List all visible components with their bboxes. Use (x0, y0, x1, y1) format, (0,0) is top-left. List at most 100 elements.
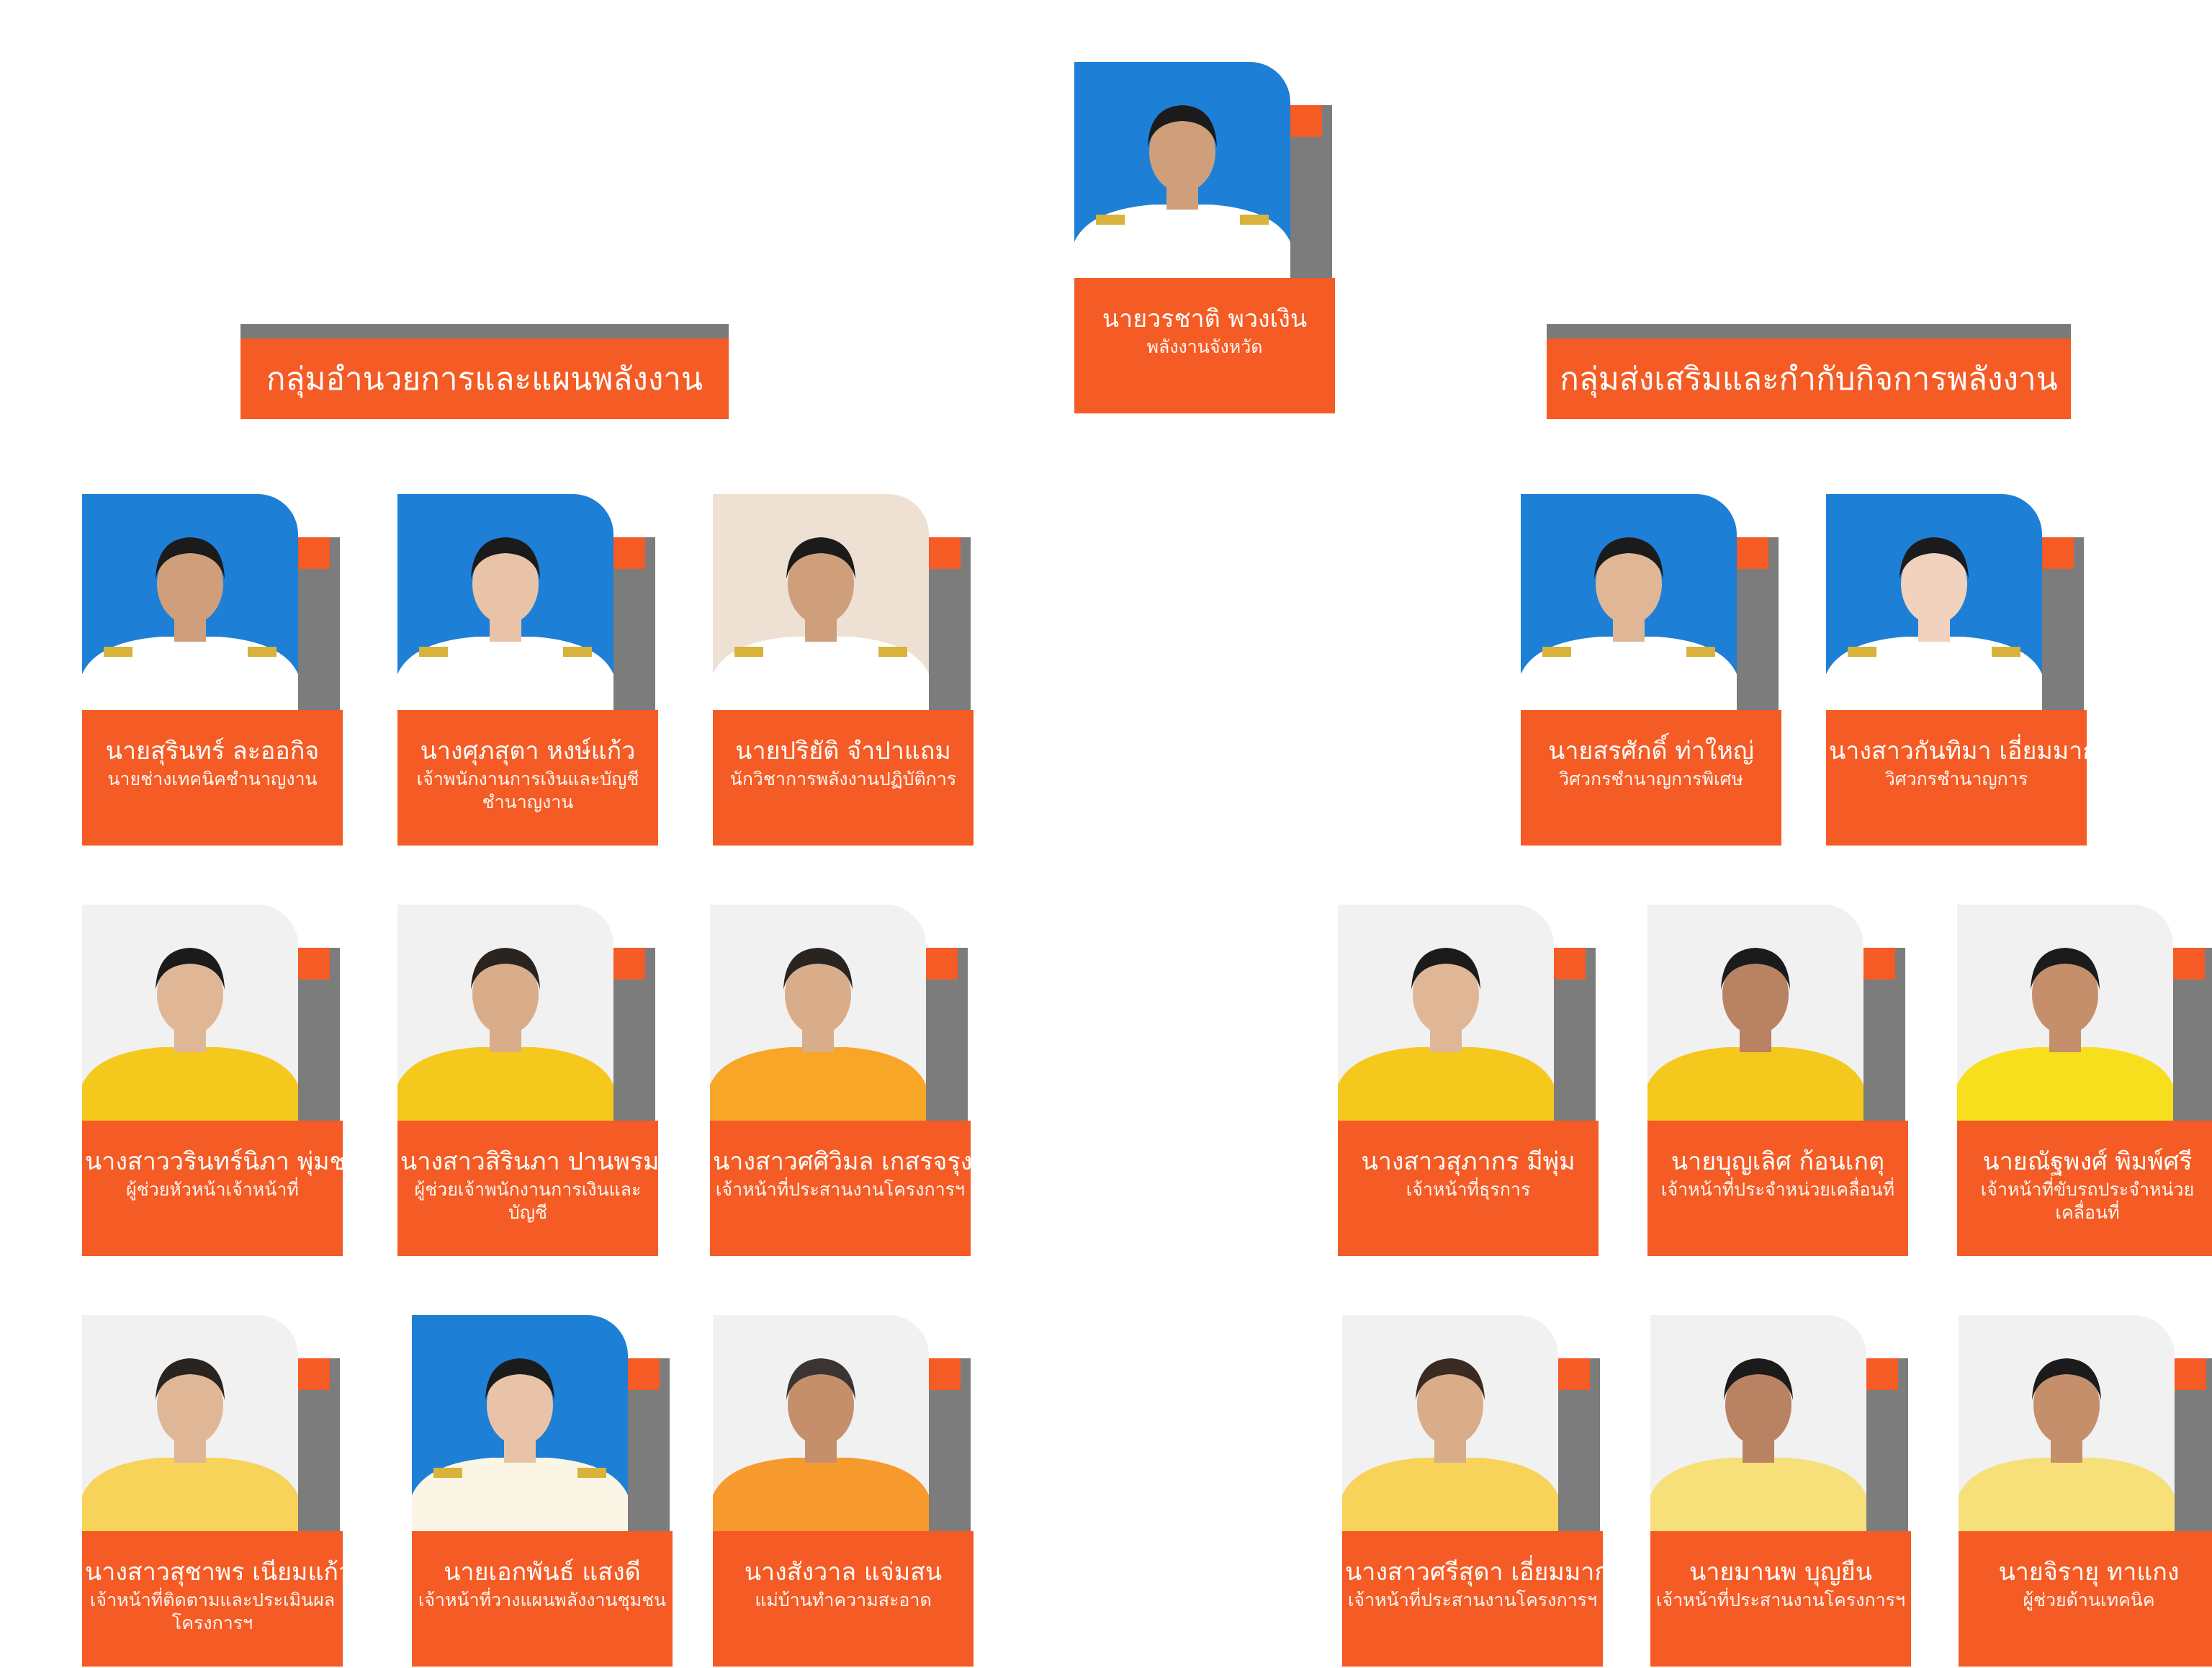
member-photo (1959, 1315, 2175, 1531)
member-role: เจ้าหน้าที่ประสานงานโครงการฯ (1655, 1589, 1906, 1610)
right-member-card: นางสาวศรีสุดา เอี่ยมมาก เจ้าหน้าที่ประสา… (1342, 1315, 1604, 1668)
member-role: เจ้าหน้าที่ติดตามและประเมินผลโครงการฯ (89, 1589, 336, 1633)
left-member-card: นางสาวสิรินภา ปานพรม ผู้ช่วยเจ้าพนักงานก… (397, 905, 660, 1257)
left-group-title: กลุ่มอำนวยการและแผนพลังงาน (240, 338, 729, 419)
member-role: ผู้ช่วยเจ้าพนักงานการเงินและบัญชี (414, 1179, 642, 1223)
member-photo (1647, 905, 1863, 1121)
member-photo (397, 494, 613, 710)
member-role: เจ้าหน้าที่ธุรการ (1406, 1179, 1531, 1200)
member-photo (1826, 494, 2042, 710)
member-name: นายบุญเลิศ ก้อนเกตุ (1671, 1147, 1885, 1176)
right-member-card: นายณัฐพงศ์ พิมพ์ศรี เจ้าหน้าที่ขับรถประจ… (1957, 905, 2212, 1257)
member-name: นายเอกพันธ์ แสงดี (444, 1558, 641, 1587)
member-name: นางสาวศรีสุดา เอี่ยมมาก (1345, 1558, 1603, 1587)
member-name: นายสุรินทร์ ละออกิจ (105, 737, 320, 766)
card-accent-square (613, 537, 645, 569)
member-info: นายสรศักดิ์ ท่าใหญ่ วิศวกรชำนาญการพิเศษ (1521, 710, 1781, 846)
member-info: นางสาววรินทร์นิภา พุ่มชะบา ผู้ช่วยหัวหน้… (82, 1121, 343, 1256)
member-role: แม่บ้านทำความสะอาด (755, 1589, 932, 1610)
member-name: นางสาวสุชาพร เนียมแก้ว (85, 1558, 343, 1587)
member-role: เจ้าพนักงานการเงินและบัญชีชำนาญงาน (416, 768, 639, 812)
director-info: นายวรชาติ พวงเงิน พลังงานจังหวัด (1074, 278, 1335, 413)
left-member-card: นางสาวสุชาพร เนียมแก้ว เจ้าหน้าที่ติดตาม… (82, 1315, 344, 1668)
card-accent-square (929, 537, 961, 569)
left-member-card: นายปริยัติ จำปาแถม นักวิชาการพลังงานปฏิบ… (713, 494, 975, 847)
left-member-card: นางสาวศศิวิมล เกสรจรุง เจ้าหน้าที่ประสาน… (710, 905, 972, 1257)
card-accent-square (628, 1358, 660, 1390)
right-member-card: นายมานพ บุญยืน เจ้าหน้าที่ประสานงานโครงก… (1650, 1315, 1912, 1668)
member-role: นายช่างเทคนิคชำนาญงาน (107, 768, 318, 789)
member-photo (397, 905, 613, 1121)
member-info: นายปริยัติ จำปาแถม นักวิชาการพลังงานปฏิบ… (713, 710, 974, 846)
member-role: เจ้าหน้าที่ประสานงานโครงการฯ (715, 1179, 966, 1200)
card-accent-square (1290, 105, 1322, 137)
card-accent-square (2175, 1358, 2206, 1390)
member-name: นางสังวาล แจ่มสน (744, 1558, 943, 1587)
card-accent-square (298, 1358, 330, 1390)
member-info: นายสุรินทร์ ละออกิจ นายช่างเทคนิคชำนาญงา… (82, 710, 343, 846)
director-card: นายวรชาติ พวงเงิน พลังงานจังหวัด (1074, 62, 1336, 415)
right-group-title: กลุ่มส่งเสริมและกำกับกิจการพลังงาน (1547, 338, 2071, 419)
member-info: นางสาวศศิวิมล เกสรจรุง เจ้าหน้าที่ประสาน… (710, 1121, 971, 1256)
member-role: นักวิชาการพลังงานปฏิบัติการ (729, 768, 957, 789)
member-info: นายเอกพันธ์ แสงดี เจ้าหน้าที่วางแผนพลังง… (412, 1531, 673, 1667)
member-photo (1957, 905, 2173, 1121)
member-name: นายจิรายุ ทาแกง (1998, 1558, 2180, 1587)
member-name: นางศุภสุตา หงษ์แก้ว (420, 737, 636, 766)
right-member-card: นางสาวกันทิมา เอี่ยมมาก วิศวกรชำนาญการ (1826, 494, 2088, 847)
member-info: นางศุภสุตา หงษ์แก้ว เจ้าพนักงานการเงินแล… (397, 710, 658, 846)
member-name: นายมานพ บุญยืน (1689, 1558, 1872, 1587)
member-name: นางสาวกันทิมา เอี่ยมมาก (1829, 737, 2087, 766)
card-accent-square (298, 537, 330, 569)
member-name: นายปริยัติ จำปาแถม (735, 737, 951, 766)
member-photo (1338, 905, 1554, 1121)
left-member-card: นายเอกพันธ์ แสงดี เจ้าหน้าที่วางแผนพลังง… (412, 1315, 674, 1668)
member-photo (82, 905, 298, 1121)
director-role: พลังงานจังหวัด (1146, 336, 1263, 357)
member-name: นายณัฐพงศ์ พิมพ์ศรี (1982, 1147, 2193, 1176)
left-member-card: นางสาววรินทร์นิภา พุ่มชะบา ผู้ช่วยหัวหน้… (82, 905, 344, 1257)
member-info: นางสาวสิรินภา ปานพรม ผู้ช่วยเจ้าพนักงานก… (397, 1121, 658, 1256)
member-info: นายบุญเลิศ ก้อนเกตุ เจ้าหน้าที่ประจำหน่ว… (1647, 1121, 1908, 1256)
member-role: ผู้ช่วยหัวหน้าเจ้าหน้าที่ (126, 1179, 299, 1200)
member-photo (1521, 494, 1737, 710)
member-photo (412, 1315, 628, 1531)
member-name: นางสาวสิรินภา ปานพรม (400, 1147, 658, 1176)
member-role: เจ้าหน้าที่ประจำหน่วยเคลื่อนที่ (1660, 1179, 1895, 1200)
card-accent-square (2173, 948, 2205, 979)
card-accent-square (926, 948, 958, 979)
member-info: นายจิรายุ ทาแกง ผู้ช่วยด้านเทคนิค (1959, 1531, 2212, 1667)
member-info: นางสังวาล แจ่มสน แม่บ้านทำความสะอาด (713, 1531, 974, 1667)
right-group-header-bar (1547, 324, 2071, 338)
right-member-card: นายสรศักดิ์ ท่าใหญ่ วิศวกรชำนาญการพิเศษ (1521, 494, 1783, 847)
member-name: นายสรศักดิ์ ท่าใหญ่ (1548, 737, 1754, 766)
right-member-card: นางสาวสุภากร มีพุ่ม เจ้าหน้าที่ธุรการ (1338, 905, 1600, 1257)
right-member-card: นายบุญเลิศ ก้อนเกตุ เจ้าหน้าที่ประจำหน่ว… (1647, 905, 1910, 1257)
card-accent-square (1737, 537, 1768, 569)
member-info: นายณัฐพงศ์ พิมพ์ศรี เจ้าหน้าที่ขับรถประจ… (1957, 1121, 2212, 1256)
director-photo (1074, 62, 1290, 278)
member-info: นางสาวสุภากร มีพุ่ม เจ้าหน้าที่ธุรการ (1338, 1121, 1599, 1256)
member-role: เจ้าหน้าที่ประสานงานโครงการฯ (1347, 1589, 1598, 1610)
director-name: นายวรชาติ พวงเงิน (1102, 305, 1308, 333)
member-photo (1650, 1315, 1866, 1531)
member-info: นางสาวสุชาพร เนียมแก้ว เจ้าหน้าที่ติดตาม… (82, 1531, 343, 1667)
member-role: วิศวกรชำนาญการพิเศษ (1559, 768, 1743, 789)
card-accent-square (298, 948, 330, 979)
member-info: นายมานพ บุญยืน เจ้าหน้าที่ประสานงานโครงก… (1650, 1531, 1911, 1667)
left-group-header-bar (240, 324, 729, 338)
card-accent-square (1866, 1358, 1898, 1390)
member-name: นางสาววรินทร์นิภา พุ่มชะบา (85, 1147, 343, 1176)
member-name: นางสาวสุภากร มีพุ่ม (1361, 1147, 1575, 1176)
left-member-card: นายสุรินทร์ ละออกิจ นายช่างเทคนิคชำนาญงา… (82, 494, 344, 847)
card-accent-square (1558, 1358, 1590, 1390)
member-photo (713, 1315, 929, 1531)
member-info: นางสาวกันทิมา เอี่ยมมาก วิศวกรชำนาญการ (1826, 710, 2087, 846)
member-photo (713, 494, 929, 710)
left-member-card: นางศุภสุตา หงษ์แก้ว เจ้าพนักงานการเงินแล… (397, 494, 660, 847)
card-accent-square (1554, 948, 1586, 979)
member-photo (82, 1315, 298, 1531)
member-role: ผู้ช่วยด้านเทคนิค (2023, 1589, 2155, 1610)
card-accent-square (1863, 948, 1895, 979)
member-info: นางสาวศรีสุดา เอี่ยมมาก เจ้าหน้าที่ประสา… (1342, 1531, 1603, 1667)
